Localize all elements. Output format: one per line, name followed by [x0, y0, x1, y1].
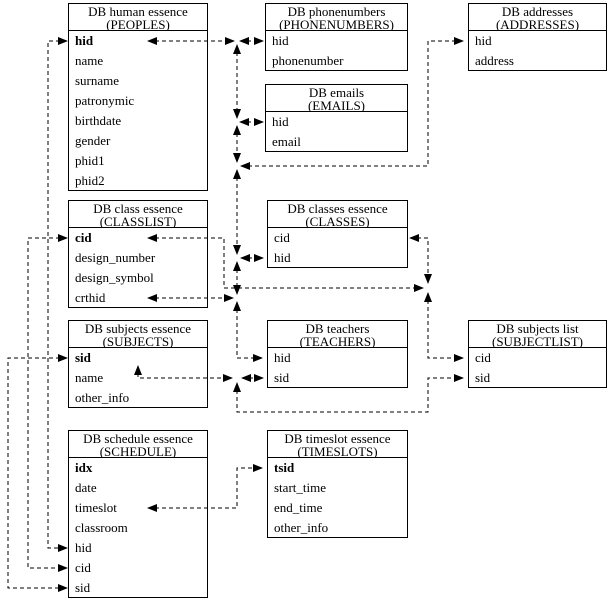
table-subjects: DB subjects essence(SUBJECTS) sid name othe…	[68, 320, 208, 408]
table-title: DB subjects list(SUBJECTLIST)	[469, 321, 606, 348]
field-idx: idx	[75, 460, 93, 475]
table-peoples: DB human essence(PEOPLES) hid name surname p…	[68, 3, 208, 191]
table-title-line2: (TIMESLOTS)	[297, 444, 378, 458]
table-title: DB schedule essence(SCHEDULE)	[69, 431, 207, 458]
field-sid: sid	[75, 580, 91, 595]
field-cid: cid	[274, 230, 290, 245]
table-title-line2: (TEACHERS)	[299, 334, 376, 348]
table-title: DB phonenumbers(PHONENUMBERS)	[266, 4, 407, 31]
table-title-line2: (CLASSES)	[305, 214, 370, 228]
table-phonenumbers: DB phonenumbers(PHONENUMBERS) hid phonenum…	[265, 3, 408, 71]
table-title-line1: DB phonenumbers	[287, 4, 386, 19]
table-title: DB teachers(TEACHERS)	[268, 321, 407, 348]
field-sid: sid	[75, 350, 91, 365]
table-schedule: DB schedule essence(SCHEDULE) idx date time…	[68, 430, 208, 598]
table-classes: DB classes essence(CLASSES) cid hid	[267, 200, 408, 268]
field-hid: hid	[272, 114, 289, 129]
table-title-line1: DB schedule essence	[83, 431, 193, 446]
field-hid: hid	[272, 33, 289, 48]
field-name: name	[75, 370, 104, 385]
table-title: DB emails(EMAILS)	[266, 85, 407, 112]
table-title-line1: DB subjects list	[496, 321, 579, 336]
field-cid: cid	[475, 350, 491, 365]
field-timeslot: timeslot	[75, 500, 117, 515]
field-cid: cid	[75, 230, 92, 245]
table-title-line2: (SUBJECTLIST)	[492, 334, 583, 348]
table-title: DB subjects essence(SUBJECTS)	[69, 321, 207, 348]
table-emails: DB emails(EMAILS) hid email	[265, 84, 408, 152]
field-birthdate: birthdate	[75, 113, 122, 128]
field-start-time: start_time	[274, 480, 326, 495]
field-hid: hid	[75, 540, 92, 555]
field-patronymic: patronymic	[75, 93, 135, 108]
field-sid: sid	[274, 370, 290, 385]
table-title-line1: DB teachers	[305, 321, 370, 336]
relation-line	[424, 292, 464, 362]
field-hid: hid	[274, 350, 291, 365]
table-title: DB timeslot essence(TIMESLOTS)	[268, 431, 407, 458]
field-design-number: design_number	[75, 250, 156, 265]
field-phonenumber: phonenumber	[272, 53, 344, 68]
table-title-line2: (PHONENUMBERS)	[279, 17, 394, 31]
table-title-line1: DB class essence	[93, 201, 183, 216]
field-name: name	[75, 53, 104, 68]
field-design-symbol: design_symbol	[75, 270, 154, 285]
field-tsid: tsid	[274, 460, 295, 475]
relation-line	[47, 37, 68, 552]
field-address: address	[475, 53, 514, 68]
table-classlist: DB class essence(CLASSLIST) cid design_num…	[68, 200, 208, 308]
table-title-line1: DB timeslot essence	[284, 431, 391, 446]
table-title-line2: (EMAILS)	[307, 98, 366, 112]
field-cid: cid	[75, 560, 91, 575]
table-title-line2: (PEOPLES)	[106, 17, 170, 31]
table-title: DB addresses(ADDRESSES)	[469, 4, 606, 31]
table-title: DB classes essence(CLASSES)	[268, 201, 407, 228]
field-hid: hid	[75, 33, 94, 48]
relation-line	[233, 301, 263, 362]
table-title: DB class essence(CLASSLIST)	[69, 201, 207, 228]
table-title-line2: (ADDRESSES)	[495, 17, 580, 31]
relation-line	[409, 234, 432, 284]
table-title-line1: DB human essence	[88, 4, 188, 19]
field-gender: gender	[75, 133, 111, 148]
field-crthid: crthid	[75, 290, 106, 305]
table-title-line1: DB classes essence	[287, 201, 388, 216]
table-title-line1: DB addresses	[501, 4, 574, 19]
field-other-info: other_info	[274, 520, 329, 535]
table-title-line2: (SUBJECTS)	[102, 334, 174, 348]
field-other-info: other_info	[75, 390, 130, 405]
field-sid: sid	[475, 370, 491, 385]
table-title-line2: (CLASSLIST)	[99, 214, 177, 228]
field-phid1: phid1	[75, 153, 105, 168]
relation-line	[7, 354, 68, 592]
field-phid2: phid2	[75, 173, 105, 188]
table-title-line2: (SCHEDULE)	[99, 444, 177, 458]
table-title: DB human essence(PEOPLES)	[69, 4, 207, 31]
relation-line	[27, 234, 68, 572]
field-end-time: end_time	[274, 500, 323, 515]
field-date: date	[75, 480, 97, 495]
table-teachers: DB teachers(TEACHERS) hid sid	[267, 320, 408, 388]
table-title-line1: DB subjects essence	[84, 321, 192, 336]
field-classroom: classroom	[75, 520, 128, 535]
field-hid: hid	[475, 33, 492, 48]
field-hid: hid	[274, 250, 291, 265]
field-email: email	[272, 134, 301, 149]
field-surname: surname	[75, 73, 120, 88]
